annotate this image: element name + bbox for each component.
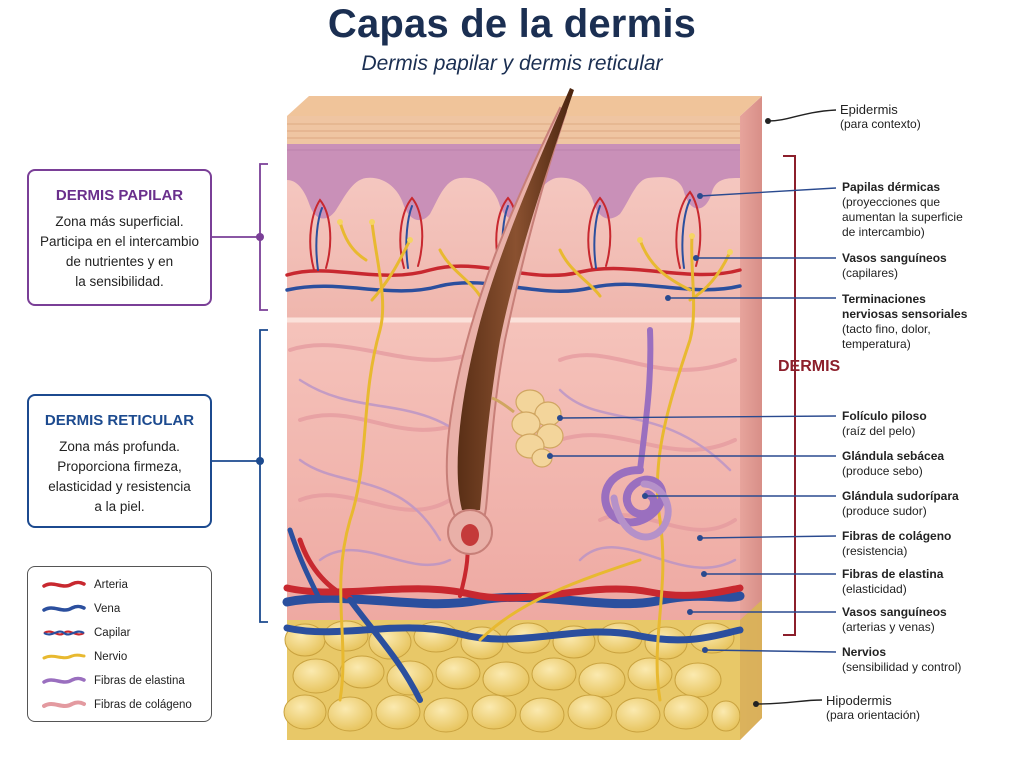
dermis-label: DERMIS — [778, 358, 840, 376]
vein-swatch-icon — [42, 602, 86, 616]
artery-swatch-icon — [42, 578, 86, 592]
label-vasos-arterias: Vasos sanguíneos (arterias y venas) — [842, 605, 947, 635]
legend-item-capilar: Capilar — [42, 623, 130, 643]
capillary-swatch-icon — [42, 626, 86, 640]
papilar-description: Zona más superficial. Participa en el in… — [39, 212, 200, 292]
papilar-title: DERMIS PAPILAR — [29, 187, 210, 204]
leader-epidermis — [768, 110, 836, 121]
legend-item-elastina: Fibras de elastina — [42, 671, 185, 691]
label-nervios: Nervios (sensibilidad y control) — [842, 645, 961, 675]
collagen-swatch-icon — [42, 698, 86, 712]
reticular-title: DERMIS RETICULAR — [29, 412, 210, 429]
leader-hipodermis — [756, 700, 822, 704]
label-epidermis: Epidermis (para contexto) — [840, 102, 921, 132]
nerve-swatch-icon — [42, 650, 86, 664]
label-papilas: Papilas dérmicas (proyecciones que aumen… — [842, 180, 963, 240]
legend-item-colageno: Fibras de colágeno — [42, 695, 192, 715]
block-top-face — [287, 96, 762, 116]
papilar-info-box: DERMIS PAPILAR Zona más superficial. Par… — [27, 169, 212, 306]
label-elastina: Fibras de elastina (elasticidad) — [842, 567, 943, 597]
label-foliculo: Folículo piloso (raíz del pelo) — [842, 409, 927, 439]
label-hipodermis: Hipodermis (para orientación) — [826, 693, 920, 723]
legend-item-nervio: Nervio — [42, 647, 127, 667]
label-vasos-capilares: Vasos sanguíneos (capilares) — [842, 251, 947, 281]
legend-item-arteria: Arteria — [42, 575, 128, 595]
elastin-swatch-icon — [42, 674, 86, 688]
label-sudoripara: Glándula sudorípara (produce sudor) — [842, 489, 959, 519]
label-terminaciones: Terminaciones nerviosas sensoriales (tac… — [842, 292, 967, 352]
label-colageno: Fibras de colágeno (resistencia) — [842, 529, 951, 559]
reticular-bracket — [260, 330, 268, 622]
reticular-dermis — [287, 320, 740, 620]
epidermis-surface-layer — [287, 116, 740, 144]
reticular-description: Zona más profunda. Proporciona firmeza, … — [39, 437, 200, 517]
legend: Arteria Vena Capilar Nervio Fibras de el… — [27, 566, 212, 722]
legend-item-vena: Vena — [42, 599, 120, 619]
dermis-bracket — [783, 156, 795, 635]
label-sebacea: Glándula sebácea (produce sebo) — [842, 449, 944, 479]
reticular-info-box: DERMIS RETICULAR Zona más profunda. Prop… — [27, 394, 212, 528]
